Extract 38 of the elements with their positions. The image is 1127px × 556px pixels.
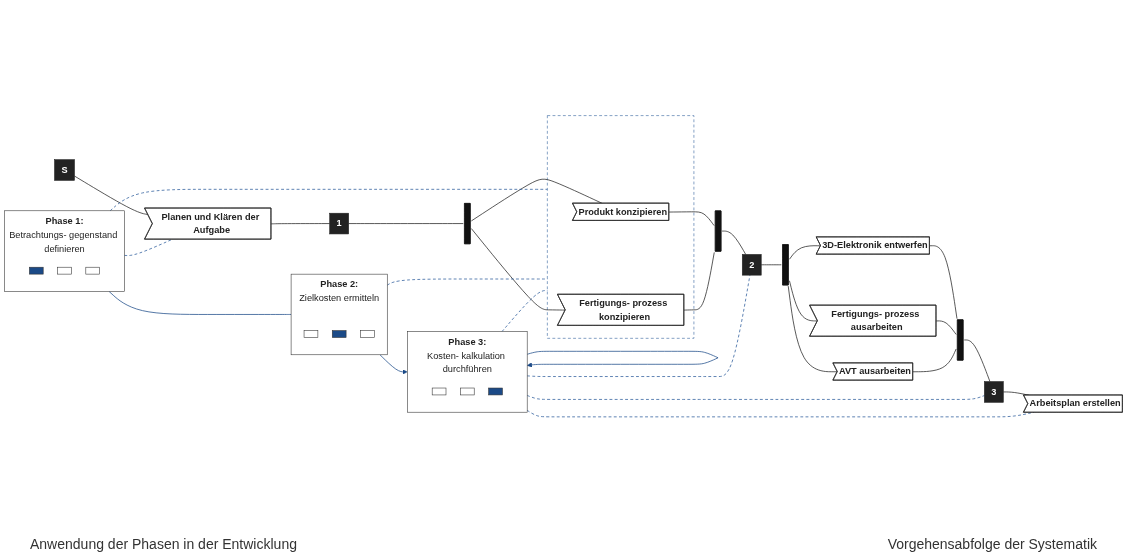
- connector: [935, 320, 957, 335]
- cluster: Phase 1: Betrachtungs- gegenstand definieren: [4, 210, 125, 292]
- node-box: 2: [742, 253, 762, 276]
- node-bar: [460, 387, 475, 395]
- connector: [929, 245, 958, 319]
- node-bar: [29, 266, 44, 275]
- connector: [74, 175, 149, 215]
- annotation-text: Vorgehensabfolge der Systematik: [887, 536, 1097, 552]
- connector: [789, 245, 822, 260]
- connector: [912, 348, 957, 372]
- connector: [348, 222, 464, 224]
- connector: [789, 280, 819, 322]
- node-box: 1: [329, 212, 349, 234]
- connector: [721, 230, 747, 255]
- node-bar: [488, 387, 503, 395]
- node-bar: [360, 330, 375, 338]
- connector: [760, 264, 782, 265]
- node-bar: [303, 330, 319, 338]
- connector: [109, 188, 548, 211]
- node-box: S: [54, 159, 75, 181]
- node-box: 3: [984, 381, 1004, 403]
- node-bar: [57, 266, 72, 275]
- connector: [668, 211, 715, 226]
- connector: [108, 290, 292, 315]
- node-bar: [331, 330, 347, 338]
- connector: [963, 339, 991, 382]
- connector: [683, 251, 715, 311]
- cluster: Phase 2: Zielkosten ermitteln: [290, 273, 388, 355]
- connector: [470, 227, 566, 311]
- node-bar: [85, 266, 100, 275]
- connector: [787, 285, 838, 372]
- connector: [270, 222, 331, 224]
- connector: [124, 238, 174, 256]
- cluster: Phase 3: Kosten- kalkulation durchführen: [407, 331, 528, 413]
- connector: [526, 394, 985, 400]
- node-bar: [431, 387, 447, 395]
- annotation-text: Anwendung der Phasen in der Entwicklung: [30, 536, 297, 552]
- cluster: [547, 115, 695, 339]
